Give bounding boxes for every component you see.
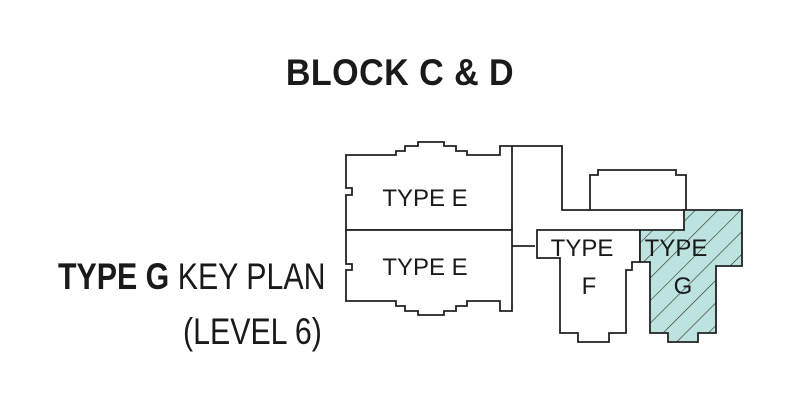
unit-label-type-f-line2: F — [582, 273, 597, 300]
unit-type-e-lower — [345, 229, 513, 316]
key-plan-level: (LEVEL 6) — [183, 311, 322, 352]
unit-type-f — [536, 229, 641, 343]
key-plan-type: TYPE G — [58, 256, 170, 297]
key-plan-text: KEY PLAN — [169, 256, 326, 297]
unit-label-type-g-line1: TYPE — [645, 235, 708, 262]
unit-label-type-g-line2: G — [674, 273, 693, 300]
unit-label-type-f-line1: TYPE — [551, 235, 614, 262]
connector-lines — [512, 145, 590, 247]
unit-label-type-e-upper: TYPE E — [382, 185, 467, 212]
unit-label-type-e-lower: TYPE E — [382, 254, 467, 281]
block-title: BLOCK C & D — [285, 52, 515, 93]
key-plan-heading: TYPE G KEY PLAN — [58, 252, 326, 302]
service-core-outline — [589, 169, 687, 211]
unit-type-g — [639, 209, 743, 343]
unit-type-e-upper — [345, 141, 513, 231]
